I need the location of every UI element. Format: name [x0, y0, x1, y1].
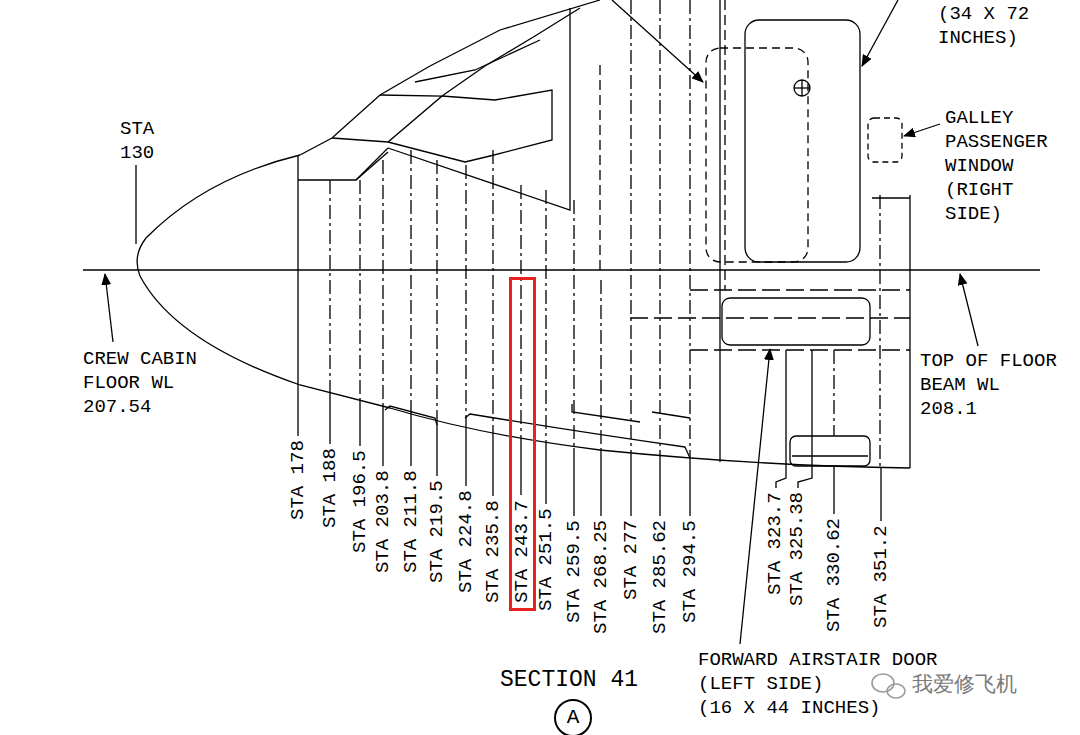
callout-note: GALLEY PASSENGER WINDOW (RIGHT SIDE): [945, 106, 1055, 226]
station-label: STA 294.5: [680, 520, 700, 623]
station-label: STA 243.7: [512, 500, 532, 603]
station-label: STA 224.8: [456, 490, 476, 593]
view-callout-circle: A: [554, 699, 592, 735]
watermark: 我爱修飞机: [912, 672, 1017, 696]
station-label: STA 235.8: [483, 500, 503, 603]
view-letter: A: [567, 707, 580, 729]
station-label: STA 325.38: [787, 492, 807, 606]
dimension-note: (34 X 72 INCHES): [938, 2, 1038, 50]
station-label: STA 188: [320, 448, 340, 528]
station-label: STA 203.8: [373, 470, 393, 573]
highlight-box: STA 243.7: [509, 277, 536, 611]
station-label: STA 178: [288, 440, 308, 520]
station-label: STA 259.5: [564, 520, 584, 623]
station-label: STA 211.8: [401, 470, 421, 573]
station-label: STA 323.7: [765, 492, 785, 595]
station-label: STA 251.5: [536, 508, 556, 611]
callout-note: TOP OF FLOOR BEAM WL 208.1: [920, 349, 1062, 421]
station-label: STA 196.5: [350, 450, 370, 553]
station-label: STA 285.62: [650, 520, 670, 634]
section-title: SECTION 41: [500, 666, 638, 694]
station-label: STA 351.2: [871, 525, 891, 628]
callout-note: CREW CABIN FLOOR WL 207.54: [83, 347, 203, 419]
station-label: STA 130: [120, 117, 160, 165]
station-label: STA 219.5: [427, 480, 447, 583]
station-label: STA 330.62: [824, 518, 844, 632]
station-label: STA 268.25: [591, 520, 611, 634]
station-label: STA 277: [621, 520, 641, 600]
